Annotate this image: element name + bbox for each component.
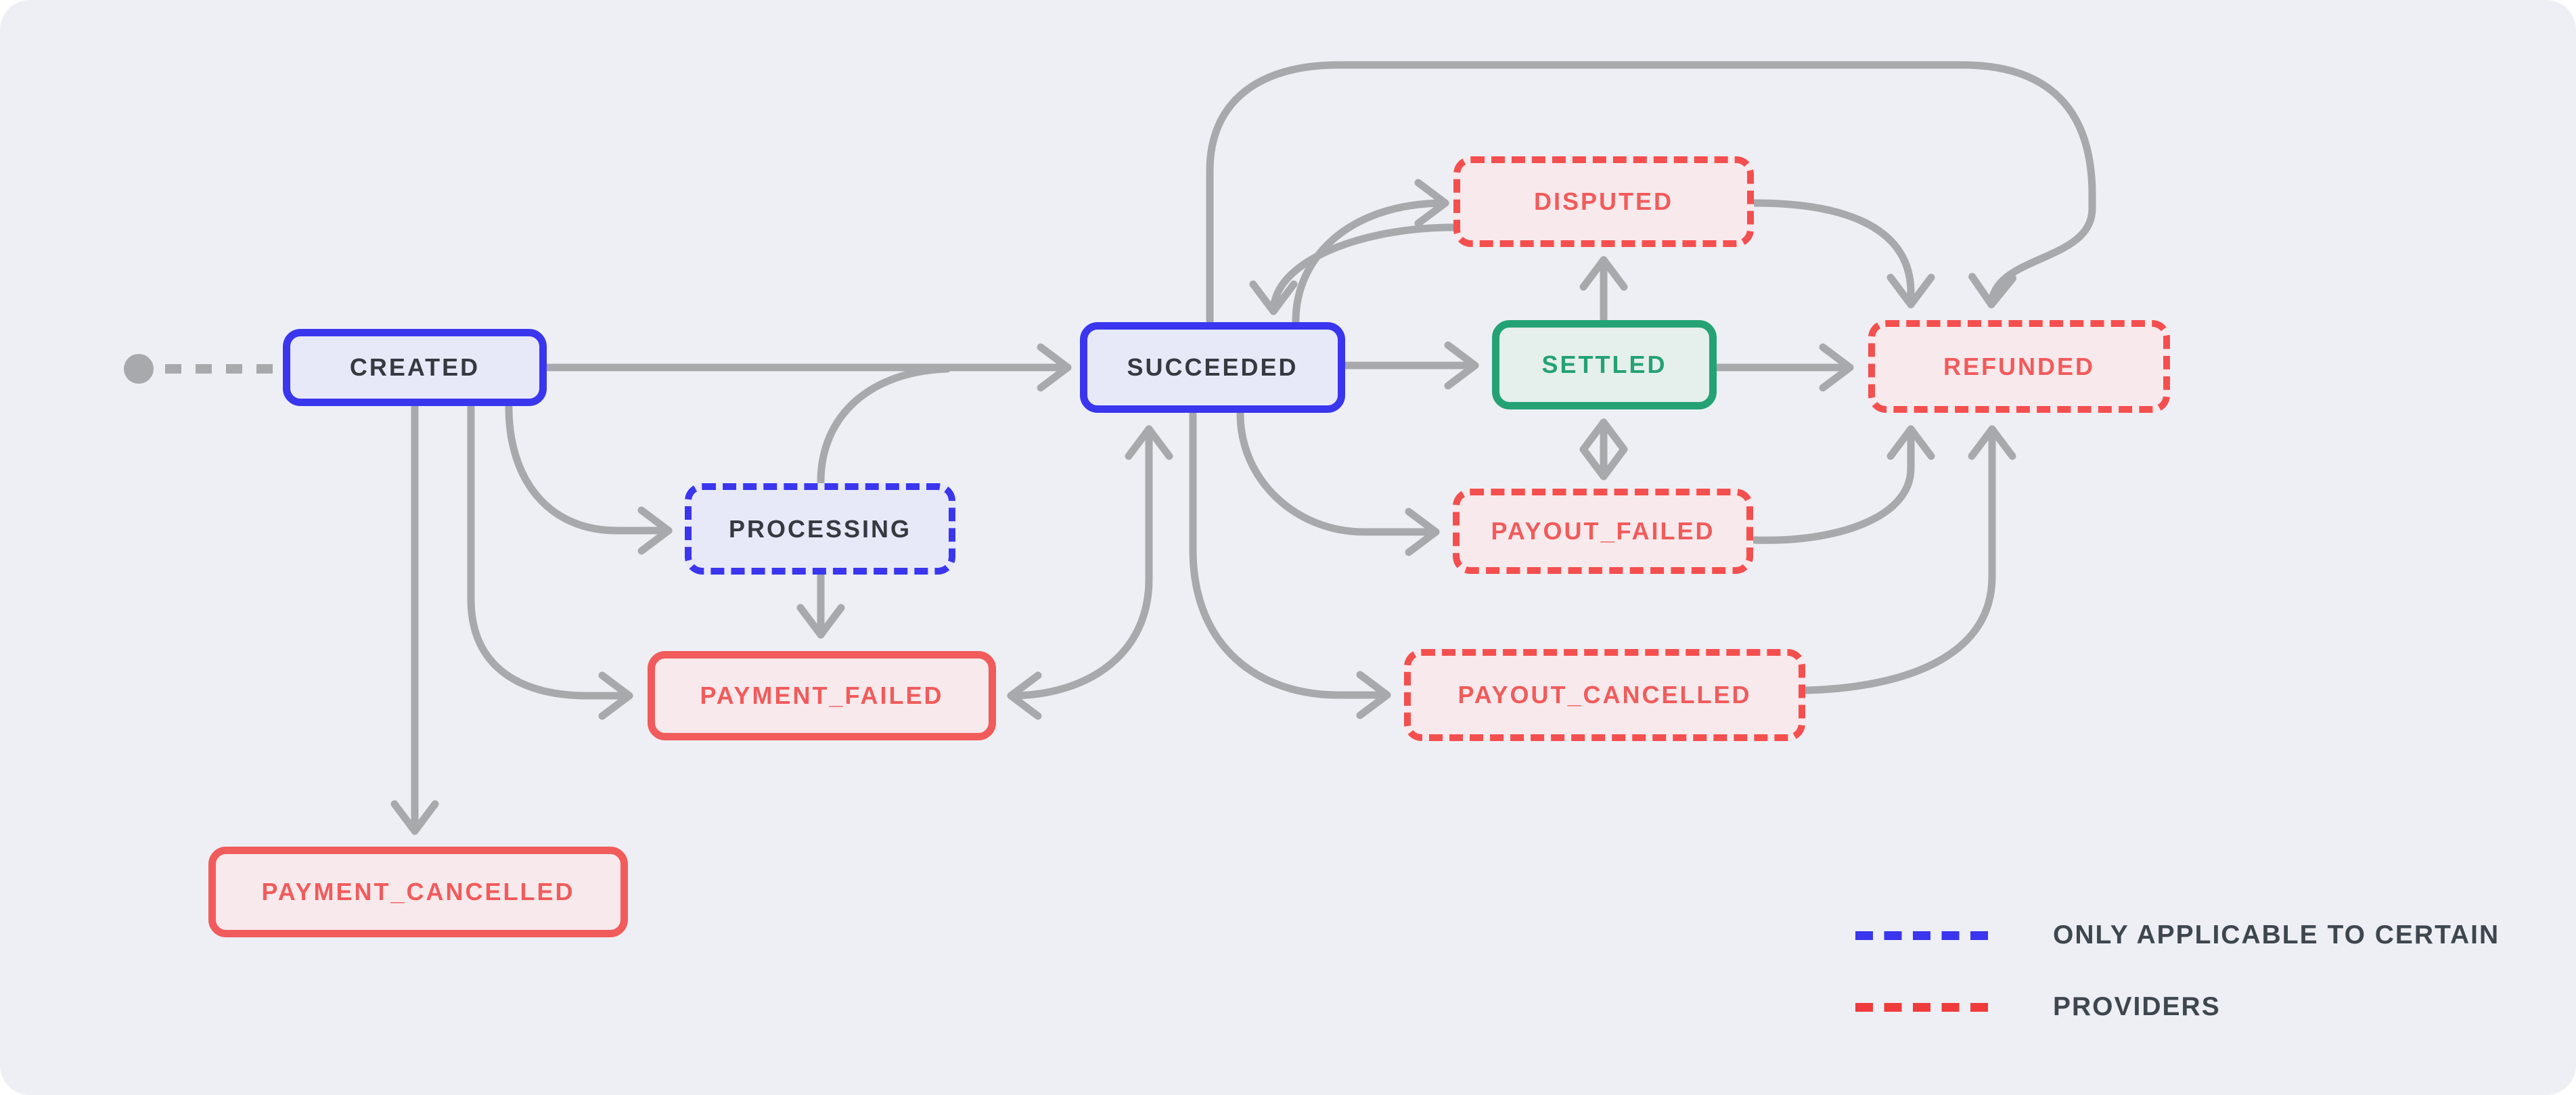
edge-created-processing <box>505 403 673 555</box>
node-succeeded: SUCCEEDED <box>1080 322 1345 413</box>
legend-row-blue: ONLY APPLICABLE TO CERTAIN <box>1855 919 2500 952</box>
red-dashed-swatch <box>1855 1002 1988 1012</box>
node-payment-cancelled-label: PAYMENT_CANCELLED <box>261 878 575 906</box>
edge-processing-succeeded <box>817 365 951 486</box>
node-succeeded-label: SUCCEEDED <box>1127 353 1298 381</box>
edge-succeeded-disputed <box>1292 179 1449 325</box>
node-payment-failed: PAYMENT_FAILED <box>648 651 996 740</box>
node-payout-failed: PAYOUT_FAILED <box>1453 489 1753 574</box>
edge-payout-cancelled-refunded <box>1803 425 2016 694</box>
node-refunded: REFUNDED <box>1868 320 2170 413</box>
node-disputed: DISPUTED <box>1453 156 1754 247</box>
node-settled-label: SETTLED <box>1541 351 1667 378</box>
node-processing-label: PROCESSING <box>728 514 912 543</box>
edge-disputed-succeeded <box>1249 223 1458 315</box>
node-payment-cancelled: PAYMENT_CANCELLED <box>208 847 628 937</box>
edge-succeeded-payment-failed-bidirectional <box>1007 425 1173 720</box>
node-disputed-label: DISPUTED <box>1533 187 1674 215</box>
legend-row-red: PROVIDERS <box>1855 991 2500 1023</box>
edge-succeeded-refunded-top-arc <box>1206 61 2096 325</box>
node-payout-failed-label: PAYOUT_FAILED <box>1491 517 1715 545</box>
edge-succeeded-payout-failed <box>1236 410 1440 556</box>
node-created: CREATED <box>283 329 547 406</box>
blue-dashed-swatch <box>1855 931 1988 940</box>
edge-payout-failed-refunded <box>1750 425 1935 544</box>
node-created-label: CREATED <box>349 353 480 381</box>
edge-succeeded-payout-cancelled <box>1189 410 1391 719</box>
node-settled: SETTLED <box>1492 320 1717 409</box>
legend-label-line-1: ONLY APPLICABLE TO CERTAIN <box>2053 920 2500 949</box>
node-payout-cancelled-label: PAYOUT_CANCELLED <box>1458 681 1752 709</box>
node-payment-failed-label: PAYMENT_FAILED <box>700 681 944 709</box>
node-processing: PROCESSING <box>685 483 955 575</box>
node-refunded-label: REFUNDED <box>1943 352 2095 380</box>
edge-created-payment-failed <box>467 403 633 720</box>
legend-label-line-2: PROVIDERS <box>2053 992 2221 1021</box>
node-payout-cancelled: PAYOUT_CANCELLED <box>1404 649 1805 741</box>
legend: ONLY APPLICABLE TO CERTAIN PROVIDERS <box>1855 919 2500 1023</box>
start-dot <box>124 354 154 384</box>
edge-disputed-refunded <box>1751 199 1935 309</box>
